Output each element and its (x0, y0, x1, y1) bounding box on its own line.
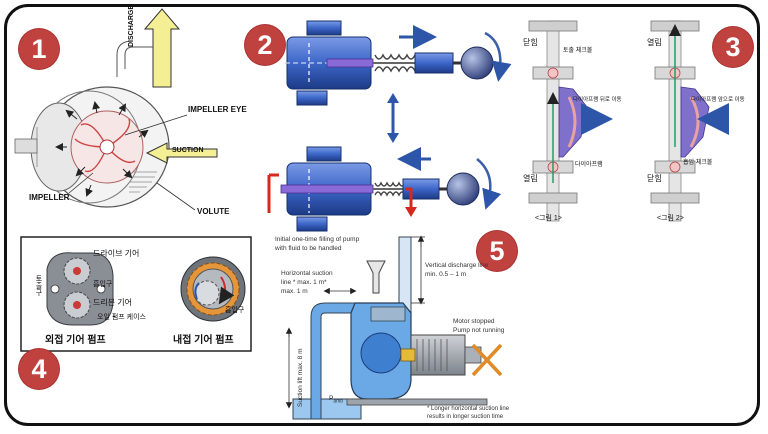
marker-1: 1 (19, 29, 59, 69)
motor-stopped-x (471, 343, 503, 377)
footnote-label: * Longer horizontal suction line results… (427, 406, 510, 420)
discharge-arrow (143, 8, 181, 88)
external-gear-title: 외접 기어 펌프 (45, 335, 106, 346)
stroke-direction-arrow (387, 93, 399, 143)
motor-status-label: Motor stopped Pump not running (453, 318, 505, 334)
external-gear-pump (46, 252, 114, 326)
internal-gear-pump (180, 256, 246, 322)
diagram-canvas (14, 8, 729, 420)
discharge-label: DISCHARGE (128, 4, 135, 47)
internal-gear-title: 내접 기어 펌프 (173, 335, 234, 346)
suction-port-label: 흡입구 (93, 281, 113, 288)
right-caption: <그림 2> (657, 215, 684, 222)
marker-3: 3 (713, 27, 753, 67)
self-priming-pump-diagram (285, 235, 503, 420)
suction-reservoir (292, 398, 362, 420)
volute-label: VOLUTE (197, 207, 230, 216)
suction-label: SUCTION (172, 147, 204, 154)
internal-suction-label: 흡입구 (225, 307, 245, 314)
marker-4: 4 (19, 349, 59, 389)
piston-pump-top (285, 20, 512, 106)
marker-5: 5 (477, 231, 517, 271)
impeller (70, 110, 144, 184)
left-bottom-state: 열림 (523, 174, 538, 183)
centrifugal-pump-diagram (14, 8, 218, 211)
drive-gear-label: 드라이브 기어 (93, 249, 140, 258)
pump-case-label: 오일 펌프 케이스 (97, 314, 146, 321)
right-bottom-state: 닫힘 (647, 174, 662, 183)
left-diaphragm: 다이아프램 (575, 162, 603, 168)
motor (410, 334, 466, 376)
suction-lift-label: Suction lift max. 8 m (297, 348, 304, 407)
ambient-pressure-label: Pamb (329, 395, 344, 405)
driven-gear-label: 드리븐 기어 (93, 298, 133, 307)
right-top-state: 열림 (647, 38, 662, 47)
suction-arrow (145, 142, 218, 164)
diaphragm-pump-right (650, 20, 729, 222)
diagram-frame: 1 2 3 4 5 DISCHARGE IMPELLER EYE SUCTION… (4, 4, 760, 426)
impeller-label: IMPELLER (29, 193, 70, 202)
left-top-state: 닫힘 (523, 38, 538, 47)
left-diaphragm-move: 다이아프램 뒤로 이동 (573, 97, 622, 103)
right-bottom-valve: 흡입 체크볼 (683, 160, 713, 166)
gear-pump-panel (20, 236, 252, 352)
discharge-port-label: 토출구 (35, 275, 42, 296)
right-diaphragm-move: 다이아프램 앞으로 이동 (691, 97, 745, 103)
marker-2: 2 (245, 25, 285, 65)
horizontal-suction-label: Horizontal suction line * max. 1 m* max.… (281, 270, 333, 295)
vertical-discharge-label: Vertical discharge line min. 0.5 – 1 m (425, 262, 489, 278)
impeller-eye-label: IMPELLER EYE (188, 105, 247, 114)
piston-pump-bottom (267, 146, 502, 232)
left-caption: <그림 1> (535, 215, 562, 222)
diaphragm-pump-left (528, 20, 613, 222)
left-top-valve: 토출 체크볼 (563, 48, 593, 54)
initial-fill-label: Initial one-time filling of pump with fl… (275, 236, 360, 252)
